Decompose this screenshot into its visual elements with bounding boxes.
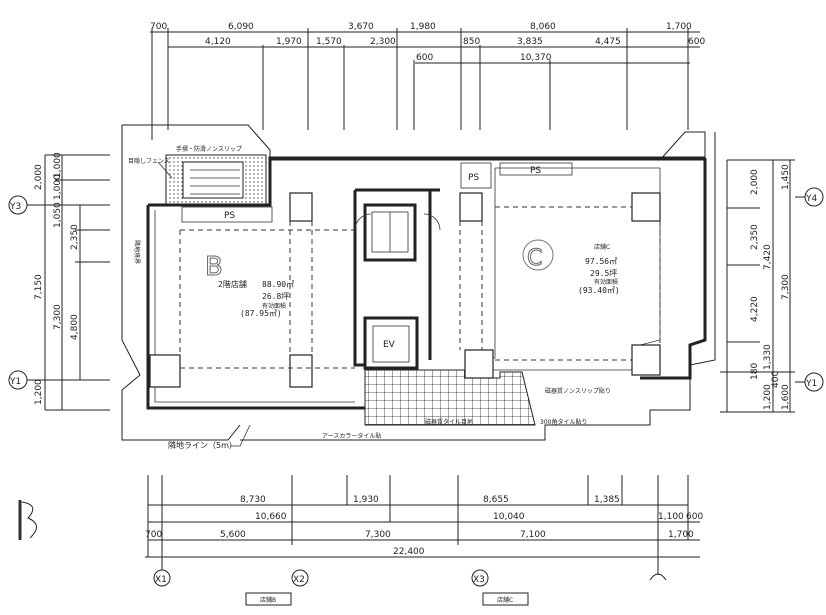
- ps-label: PS: [224, 211, 235, 221]
- tenant-c-area: 97.56㎡: [585, 257, 617, 266]
- north-arrow-icon: [18, 500, 37, 540]
- right-dimensions: 2,000 1,450 2,350 7,420 7,300 4,220 1,33…: [720, 159, 795, 413]
- grid-x1: X1: [155, 575, 167, 585]
- tenant-b-area: 88.90㎡: [262, 280, 294, 289]
- dim-top-4: 1,980: [410, 22, 436, 32]
- dim-bottom: 1,930: [353, 495, 379, 505]
- grid-y4-right: Y4: [805, 194, 817, 204]
- top-dimensions: 700 6,090 3,670 1,980 8,060 1,700 4,120 …: [150, 22, 705, 140]
- dim-bottom: 10,660: [255, 512, 287, 522]
- grid-y1-left: Y1: [9, 377, 21, 387]
- dim-top-r2: 4,120: [205, 37, 231, 47]
- dim-right: 180: [750, 363, 760, 380]
- tile-note-1: 磁器質タイル目地: [425, 418, 473, 426]
- dim-left: 7,150: [34, 274, 44, 300]
- tile-note-3: 磁器質ノンスリップ貼り: [545, 387, 611, 395]
- site-boundary: [121, 124, 716, 441]
- tenant-c-name: 店舗C: [594, 243, 610, 251]
- dim-right: 1,200: [763, 384, 773, 410]
- tenant-c-tsubo: 29.5坪: [590, 269, 617, 278]
- label-b: 店舗B: [260, 596, 276, 604]
- dim-right: 2,350: [750, 224, 760, 250]
- tenant-b-tsubo: 26.8坪: [262, 292, 289, 301]
- core: PS PS EV: [354, 162, 573, 370]
- tenant-b-net-label: 有効面積: [262, 302, 286, 310]
- left-wall-note: 隣地境界: [133, 240, 141, 264]
- dim-top-2: 6,090: [228, 22, 254, 32]
- dim-left: 2,000: [34, 164, 44, 190]
- grid-y1-right: Y1: [805, 379, 817, 389]
- tenant-c-net-area: (93.40㎡): [578, 286, 620, 295]
- dim-left: 1,000: [53, 174, 63, 200]
- dim-right: 2,000: [750, 169, 760, 195]
- dim-bottom: 8,655: [483, 495, 509, 505]
- ev-label: EV: [383, 340, 396, 350]
- dim-right: 4,220: [750, 296, 760, 322]
- tenant-b-name: 2階店舗: [218, 279, 247, 289]
- grid-x3: X3: [473, 575, 485, 585]
- dim-bottom: 5,600: [220, 530, 246, 540]
- grid-y3-left: Y3: [9, 202, 21, 212]
- paving-note: アースカラータイル貼: [322, 432, 381, 440]
- beam-lines: [179, 206, 661, 369]
- tile-note-2: 300角タイル貼り: [540, 418, 587, 426]
- dim-bottom: 1,700: [668, 530, 694, 540]
- dim-left: 1,000: [53, 152, 63, 178]
- dim-left: 2,350: [70, 224, 80, 250]
- dim-bottom: 1,385: [594, 495, 620, 505]
- stairs: PS 手摺・防滑ノンスリップ 目隠しフェンス: [128, 145, 273, 223]
- dim-top-r2: 1,570: [316, 37, 342, 47]
- dim-bottom: 600: [686, 512, 703, 522]
- dim-top-r2: 3,835: [517, 37, 543, 47]
- dim-left: 4,800: [70, 314, 80, 340]
- dim-right: 7,420: [763, 244, 773, 270]
- dim-left: 1,050: [53, 202, 63, 228]
- dim-bottom: 7,100: [520, 530, 546, 540]
- dim-top-r2: 4,475: [595, 37, 621, 47]
- dim-right: 400: [771, 371, 781, 388]
- dim-left: 1,200: [34, 379, 44, 405]
- tenant-c: C 店舗C 97.56㎡ 29.5坪 有効面積 (93.40㎡): [522, 239, 620, 295]
- building-walls: [146, 156, 707, 410]
- bottom-labels: 店舗B 店舗C: [245, 592, 529, 606]
- tenant-b-net-area: (87.95㎡): [240, 309, 282, 318]
- dim-left: 7,300: [53, 304, 63, 330]
- dim-bottom: 10,040: [493, 512, 525, 522]
- dim-top-r3: 10,370: [520, 53, 552, 63]
- dim-right: 7,300: [781, 274, 791, 300]
- bottom-dimensions: 8,730 1,930 8,655 1,385 10,660 10,040 1,…: [145, 475, 703, 575]
- dim-top-6: 1,700: [666, 22, 692, 32]
- dim-bottom-total: 22,400: [393, 547, 425, 557]
- dim-right: 1,600: [781, 384, 791, 410]
- fence-note: 目隠しフェンス: [128, 157, 170, 165]
- left-dimensions: 2,000 1,000 1,000 1,050 2,350 7,150 7,30…: [34, 152, 110, 411]
- tenant-b-mark: B: [205, 252, 223, 282]
- tenant-b: B 2階店舗 88.90㎡ 26.8坪 有効面積 (87.95㎡): [205, 252, 295, 319]
- dim-top-3: 3,670: [348, 22, 374, 32]
- stair-note: 手摺・防滑ノンスリップ: [176, 145, 242, 153]
- dim-bottom: 700: [145, 530, 162, 540]
- dim-top-r3: 600: [416, 53, 433, 63]
- shaft-label: PS: [468, 173, 479, 183]
- ps-label-2: PS: [530, 166, 541, 176]
- dim-top-r2: 600: [688, 37, 705, 47]
- dim-top-5: 8,060: [530, 22, 556, 32]
- dim-top-r2: 2,300: [370, 37, 396, 47]
- tenant-c-net-label: 有効面積: [594, 278, 618, 286]
- dim-right: 1,450: [781, 164, 791, 190]
- dim-top-r2: 850: [463, 37, 480, 47]
- columns: [149, 192, 661, 388]
- dim-right: 1,330: [763, 344, 773, 370]
- dim-top-1: 700: [150, 22, 167, 32]
- grid-x2: X2: [293, 575, 305, 585]
- dim-top-r2: 1,970: [276, 37, 302, 47]
- tiled-entrance: [364, 369, 536, 426]
- dim-bottom: 7,300: [365, 530, 391, 540]
- boundary-note: 隣地ライン（5m）: [168, 440, 237, 450]
- tenant-c-mark: C: [527, 246, 542, 271]
- dim-bottom: 8,730: [240, 495, 266, 505]
- dim-bottom: 1,100: [658, 512, 684, 522]
- annotations: 隣地境界 磁器質ノンスリップ貼り 磁器質タイル目地 300角タイル貼り アースカ…: [133, 240, 611, 450]
- label-c: 店舗C: [497, 596, 513, 604]
